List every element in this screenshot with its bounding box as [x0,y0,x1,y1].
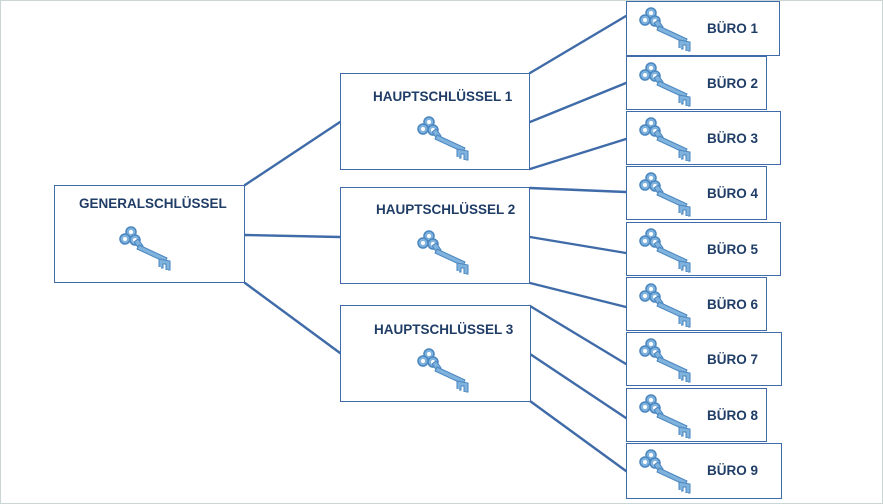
connector-hs1-buero3 [528,137,628,171]
key-icon [639,338,695,386]
connector-general-hs3 [243,281,342,355]
office-box-6: BÜRO 6 [626,277,767,331]
key-icon [639,394,695,442]
office-label-9: BÜRO 9 [707,463,759,478]
key-icon [639,449,695,497]
key-icon [639,7,695,55]
office-label-5: BÜRO 5 [707,242,759,257]
office-box-2: BÜRO 2 [626,56,767,110]
main-key-box-2: HAUPTSCHLÜSSEL 2 [340,187,530,284]
office-box-1: BÜRO 1 [626,1,780,56]
main-key-box-1: HAUPTSCHLÜSSEL 1 [340,73,530,170]
office-label-4: BÜRO 4 [707,186,759,201]
office-box-9: BÜRO 9 [626,443,782,499]
office-label-1: BÜRO 1 [707,21,759,36]
key-icon [417,230,473,278]
connector-hs2-buero5 [528,235,628,255]
connector-hs3-buero8 [528,352,628,420]
main-key-box-3: HAUPTSCHLÜSSEL 3 [340,305,531,402]
main-key-label-3: HAUPTSCHLÜSSEL 3 [374,322,514,337]
office-label-7: BÜRO 7 [707,352,759,367]
key-icon [639,283,695,331]
connector-hs1-buero2 [528,81,628,124]
main-key-label-2: HAUPTSCHLÜSSEL 2 [376,202,516,217]
office-box-7: BÜRO 7 [626,332,782,386]
key-icon [639,117,695,165]
office-box-4: BÜRO 4 [626,166,767,220]
general-key-label: GENERALSCHLÜSSEL [79,196,227,211]
main-key-label-1: HAUPTSCHLÜSSEL 1 [373,89,513,104]
connector-hs2-buero6 [528,281,628,309]
office-label-6: BÜRO 6 [707,297,759,312]
connector-hs1-buero1 [528,14,628,75]
office-box-8: BÜRO 8 [626,388,767,442]
key-icon [639,228,695,276]
key-icon [119,226,175,274]
office-label-2: BÜRO 2 [707,76,759,91]
office-label-3: BÜRO 3 [707,131,759,146]
connector-hs2-buero4 [528,186,628,194]
key-icon [417,116,473,164]
key-icon [417,348,473,396]
general-key-box: GENERALSCHLÜSSEL [54,185,245,283]
connector-general-hs1 [243,120,342,187]
key-icon [639,62,695,110]
connector-hs3-buero7 [528,304,628,366]
office-box-5: BÜRO 5 [626,222,781,276]
key-icon [639,172,695,220]
office-box-3: BÜRO 3 [626,111,781,165]
connector-hs3-buero9 [528,399,628,473]
connector-general-hs2 [243,233,342,239]
office-label-8: BÜRO 8 [707,408,759,423]
